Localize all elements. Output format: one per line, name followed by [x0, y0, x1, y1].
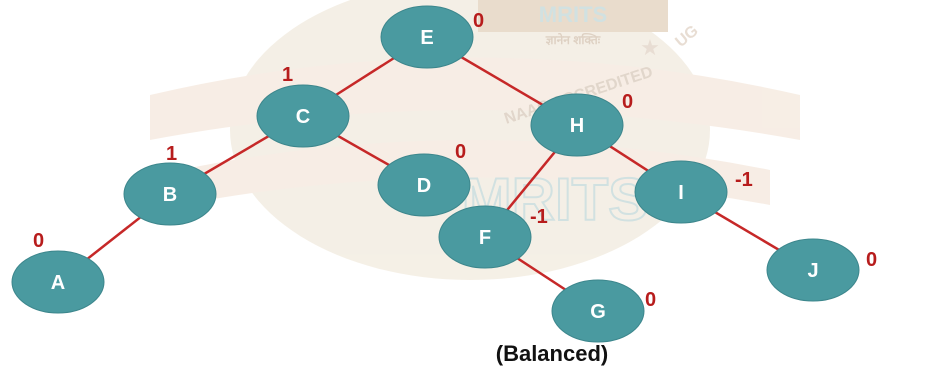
balance-factor-j: 0	[866, 249, 877, 271]
watermark-logo-text: MRITS	[539, 2, 607, 27]
node-i: I	[634, 160, 728, 224]
watermark-logo-box	[478, 0, 668, 32]
watermark-star-icon: ★	[640, 35, 660, 60]
node-c: C	[256, 84, 350, 148]
node-circle	[11, 250, 105, 314]
node-g: G	[551, 279, 645, 343]
node-label: C	[296, 106, 310, 128]
node-h: H	[530, 93, 624, 157]
node-circle	[530, 93, 624, 157]
node-j: J	[766, 238, 860, 302]
node-circle	[380, 5, 474, 69]
tree-nodes: E C H B D F I A G J	[11, 5, 860, 343]
node-a: A	[11, 250, 105, 314]
watermark-ribbon	[150, 57, 800, 140]
balance-factor-e: 0	[473, 10, 484, 32]
node-circle	[766, 238, 860, 302]
balance-factor-c: 1	[282, 64, 293, 86]
node-label: H	[570, 115, 584, 137]
balance-factor-g: 0	[645, 289, 656, 311]
watermark-corner-text: UG	[672, 22, 701, 50]
node-circle	[438, 205, 532, 269]
balance-factor-i: -1	[735, 169, 753, 191]
balance-factor-a: 0	[33, 230, 44, 252]
node-label: G	[590, 301, 606, 323]
node-circle	[123, 162, 217, 226]
node-d: D	[377, 153, 471, 217]
node-circle	[256, 84, 350, 148]
balance-factors: 0 1 0 1 0 -1 -1 0 0 0	[33, 10, 877, 311]
node-label: D	[417, 175, 431, 197]
balance-factor-b: 1	[166, 143, 177, 165]
node-f: F	[438, 205, 532, 269]
node-label: I	[678, 182, 684, 204]
node-label: A	[51, 272, 65, 294]
watermark-subtext: ज्ञानेन शक्तिः	[545, 33, 601, 47]
balance-factor-h: 0	[622, 91, 633, 113]
balance-factor-f: -1	[530, 206, 548, 228]
watermark: MRITS ज्ञानेन शक्तिः NAAC ACCREDITED UG …	[150, 0, 800, 280]
node-circle	[634, 160, 728, 224]
node-circle	[551, 279, 645, 343]
diagram-caption: (Balanced)	[496, 341, 608, 366]
node-label: B	[163, 184, 177, 206]
balance-factor-d: 0	[455, 141, 466, 163]
node-label: E	[420, 27, 433, 49]
node-e: E	[380, 5, 474, 69]
node-label: J	[807, 260, 818, 282]
node-circle	[377, 153, 471, 217]
node-b: B	[123, 162, 217, 226]
watermark-ribbon-lower	[180, 140, 770, 205]
node-label: F	[479, 227, 491, 249]
